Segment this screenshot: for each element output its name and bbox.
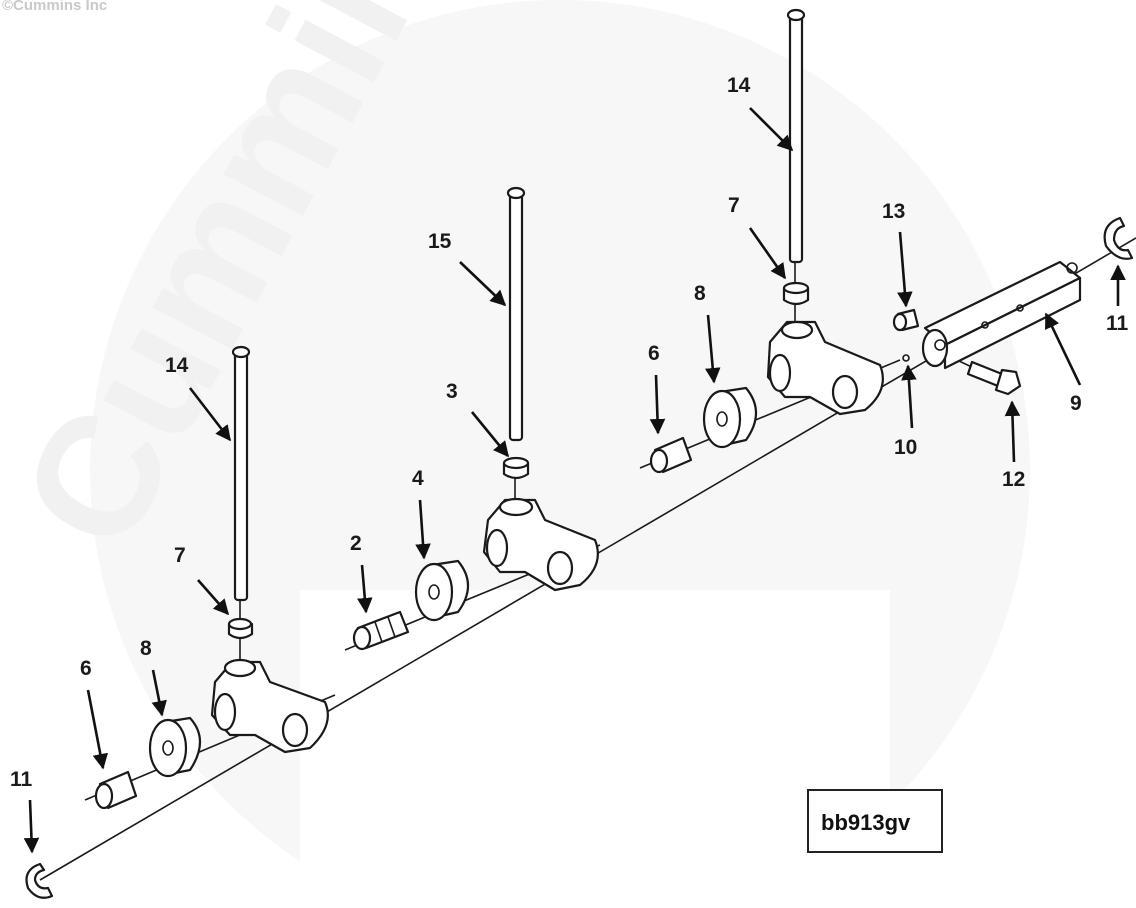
copyright-text: ©Cummins Inc bbox=[2, 0, 107, 14]
roller-left bbox=[148, 716, 202, 778]
rocker-shaft bbox=[921, 260, 1082, 370]
callout-14-left: 14 bbox=[165, 354, 189, 377]
callout-11-left: 11 bbox=[10, 768, 33, 791]
retaining-ring-right bbox=[1103, 216, 1134, 260]
callout-10: 10 bbox=[894, 436, 917, 459]
callout-8-right: 8 bbox=[694, 282, 706, 305]
callout-6-left: 6 bbox=[80, 657, 92, 680]
callout-6-right: 6 bbox=[648, 342, 660, 365]
callout-2: 2 bbox=[350, 532, 362, 555]
push-rod-center bbox=[506, 186, 526, 442]
roller-right bbox=[702, 386, 758, 449]
retaining-ring-left bbox=[25, 862, 54, 899]
callout-13: 13 bbox=[882, 200, 905, 223]
callout-12: 12 bbox=[1002, 468, 1025, 491]
callout-11-right: 11 bbox=[1106, 312, 1129, 335]
callout-arrows bbox=[23, 107, 1126, 854]
socket-left bbox=[227, 617, 254, 640]
callout-15: 15 bbox=[428, 230, 452, 253]
socket-right bbox=[782, 281, 810, 306]
callout-7-left: 7 bbox=[174, 544, 186, 567]
socket-center bbox=[502, 456, 530, 480]
figure-id-text: bb913gv bbox=[821, 810, 911, 835]
pin-right bbox=[649, 436, 693, 474]
plug bbox=[892, 308, 920, 332]
callout-9: 9 bbox=[1070, 392, 1082, 415]
rocker-lever-left bbox=[210, 658, 329, 754]
pin-left bbox=[94, 770, 138, 810]
callout-8-left: 8 bbox=[140, 637, 152, 660]
capscrew bbox=[966, 360, 1022, 396]
ball bbox=[902, 354, 910, 362]
rocker-lever-center bbox=[482, 497, 599, 592]
roller-center bbox=[414, 559, 470, 622]
figure-id-box: bb913gv bbox=[807, 789, 943, 853]
callout-7-right: 7 bbox=[728, 194, 740, 217]
pin-center bbox=[352, 610, 410, 651]
push-rod-right bbox=[786, 8, 806, 264]
callout-14-right: 14 bbox=[727, 74, 751, 97]
push-rod-left bbox=[231, 345, 251, 602]
callout-3: 3 bbox=[446, 380, 458, 403]
callout-4: 4 bbox=[412, 467, 424, 490]
watermark: Cummins bbox=[0, 0, 517, 578]
rocker-lever-right bbox=[766, 320, 884, 416]
